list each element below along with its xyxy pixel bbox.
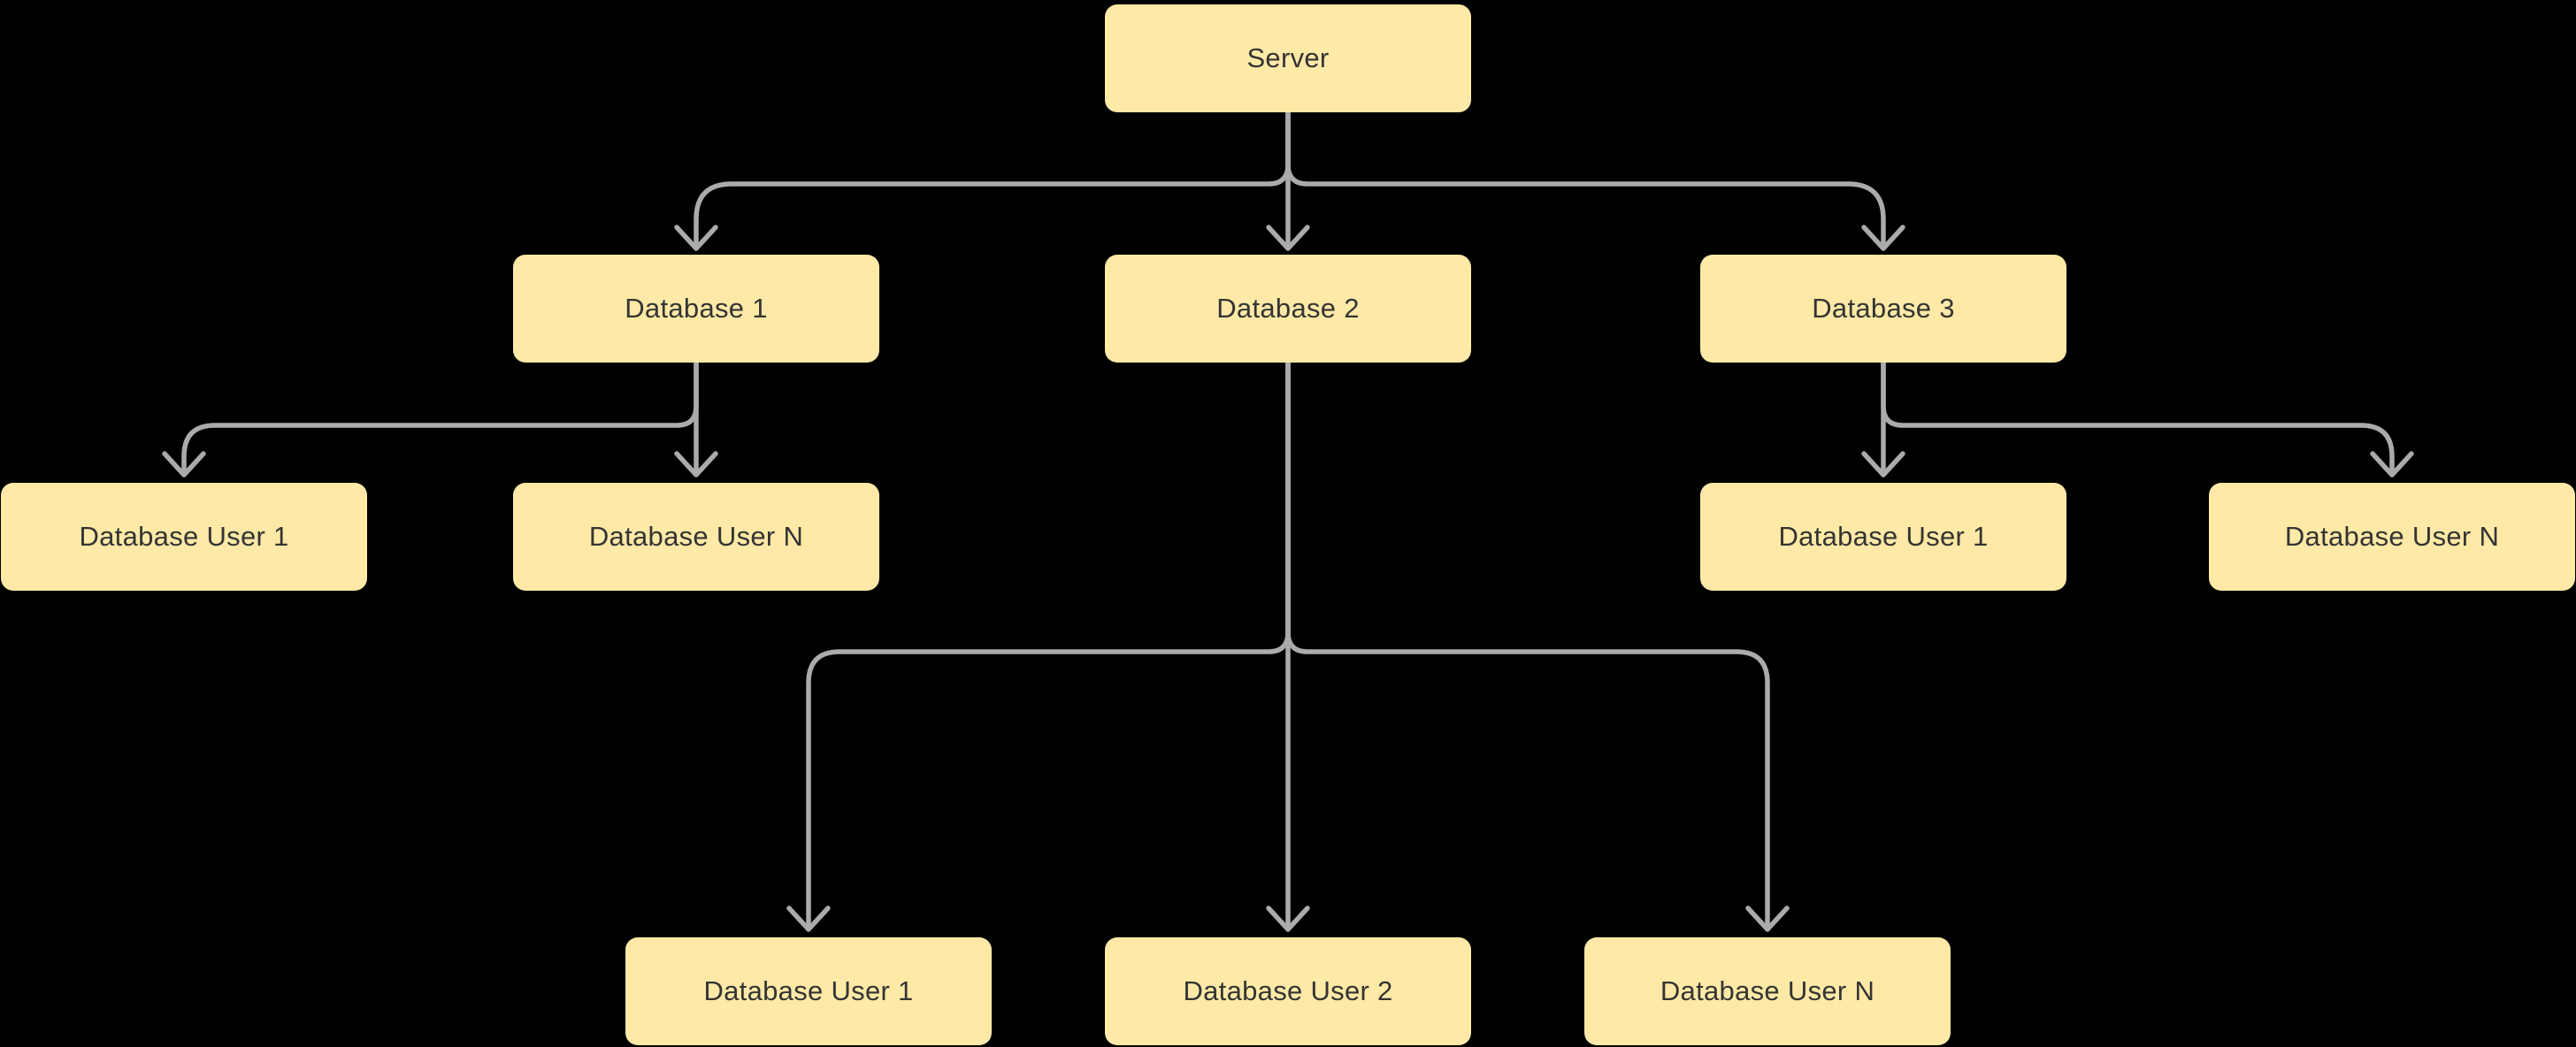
node-database-1[interactable]: Database 1 [513, 255, 879, 363]
node-database-2-label: Database 2 [1216, 293, 1360, 324]
node-database-2[interactable]: Database 2 [1105, 255, 1471, 363]
node-database-3-label: Database 3 [1812, 293, 1955, 324]
node-database-3[interactable]: Database 3 [1700, 255, 2066, 363]
node-db1-database-user-n-label: Database User N [588, 521, 804, 552]
node-db2-database-user-n[interactable]: Database User N [1584, 937, 1951, 1045]
node-db1-database-user-n[interactable]: Database User N [513, 483, 879, 591]
node-db2-database-user-1-label: Database User 1 [703, 975, 914, 1006]
node-db1-database-user-1-label: Database User 1 [79, 521, 289, 552]
edge-db3-userN [1881, 360, 2414, 478]
node-db3-database-user-n-label: Database User N [2284, 521, 2500, 552]
edge-server-db3 [1285, 110, 1905, 251]
node-database-1-label: Database 1 [625, 293, 768, 324]
node-db2-database-user-n-label: Database User N [1660, 975, 1875, 1006]
edge-db2-userN [1285, 360, 1790, 932]
node-db3-database-user-1-label: Database User 1 [1778, 521, 1989, 552]
node-db2-database-user-2[interactable]: Database User 2 [1105, 937, 1471, 1045]
node-db2-database-user-2-label: Database User 2 [1183, 975, 1393, 1006]
edge-server-db1 [674, 110, 1291, 251]
edge-db1-userN [674, 360, 718, 478]
edge-db2-user1 [786, 360, 1291, 932]
node-server[interactable]: Server [1105, 4, 1471, 112]
node-db3-database-user-1[interactable]: Database User 1 [1700, 483, 2066, 591]
edge-db1-user1 [162, 360, 699, 478]
node-db1-database-user-1[interactable]: Database User 1 [1, 483, 367, 591]
node-db3-database-user-n[interactable]: Database User N [2209, 483, 2575, 591]
node-db2-database-user-1[interactable]: Database User 1 [625, 937, 992, 1045]
node-server-label: Server [1246, 42, 1330, 73]
